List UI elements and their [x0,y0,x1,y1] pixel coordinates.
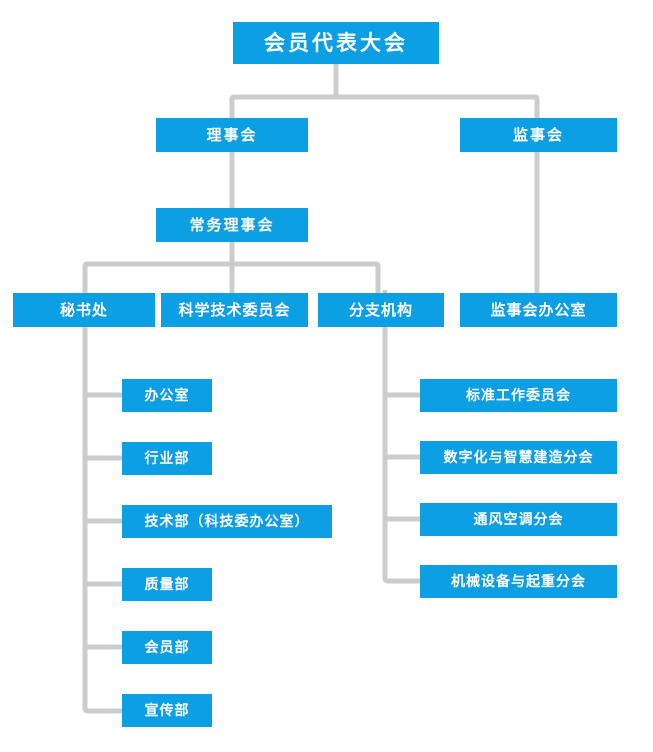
node-branch-hvac[interactable]: 通风空调分会 [420,503,617,536]
node-dept-office[interactable]: 办公室 [122,379,212,412]
node-branch-machinery-lifting[interactable]: 机械设备与起重分会 [420,565,617,598]
node-dept-technology[interactable]: 技术部（科技委办公室） [122,505,332,538]
node-branch-organizations[interactable]: 分支机构 [318,293,444,327]
line-level2-bus [229,94,540,120]
node-root-member-congress[interactable]: 会员代表大会 [233,22,439,64]
node-secretariat[interactable]: 秘书处 [13,293,155,327]
node-board-of-supervisors[interactable]: 监事会 [460,118,617,152]
node-science-technology-committee[interactable]: 科学技术委员会 [161,293,308,327]
line-secretariat-trunk [82,290,122,714]
node-branch-digital-smart-construction[interactable]: 数字化与智慧建造分会 [420,441,617,474]
node-dept-publicity[interactable]: 宣传部 [122,694,212,727]
node-dept-quality[interactable]: 质量部 [122,568,212,601]
node-dept-industry[interactable]: 行业部 [122,442,212,475]
line-branch-trunk [382,290,420,584]
node-standing-council[interactable]: 常务理事会 [156,208,308,242]
node-board-of-directors[interactable]: 理事会 [156,118,308,152]
node-branch-standards-committee[interactable]: 标准工作委员会 [420,379,617,412]
node-dept-membership[interactable]: 会员部 [122,631,212,664]
node-supervisors-office[interactable]: 监事会办公室 [460,293,617,327]
